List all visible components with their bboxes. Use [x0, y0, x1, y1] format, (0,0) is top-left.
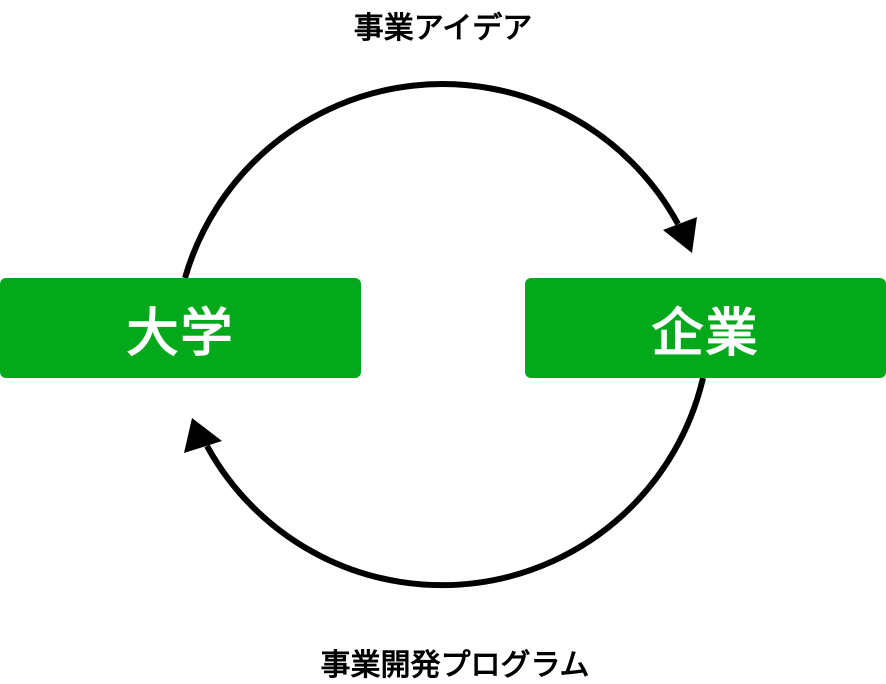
business-development-program-label: 事業開発プログラム	[320, 648, 590, 683]
university-label: 大学	[126, 303, 235, 364]
arrowhead-down	[663, 217, 697, 253]
business-idea-label: 事業アイデア	[353, 11, 533, 46]
company-label: 企業	[651, 303, 760, 364]
arrow-company-to-university	[204, 377, 706, 589]
arrowhead-up	[184, 418, 222, 453]
company-box: 企業	[525, 278, 886, 378]
arrow-university-to-company	[182, 81, 681, 279]
university-box: 大学	[0, 278, 361, 378]
